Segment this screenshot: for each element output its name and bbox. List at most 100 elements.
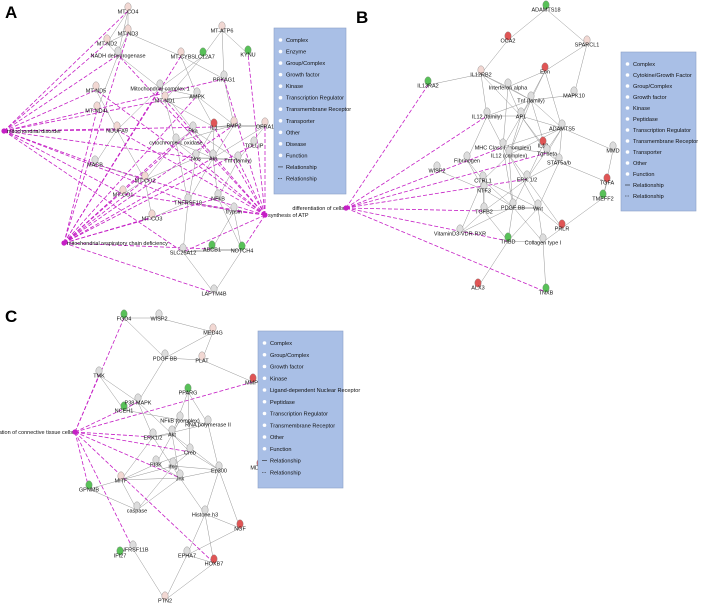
network-edge [164, 99, 215, 128]
legend-item: Transmembrane Receptor [633, 139, 698, 145]
network-edge [483, 178, 528, 212]
network-edge [171, 433, 220, 471]
network-edge [152, 436, 181, 479]
network-edge [483, 210, 509, 242]
molecule-node [134, 393, 142, 403]
molecule-label: TMK [93, 374, 105, 380]
network-edge [545, 8, 588, 45]
legend-item: Group/Complex [270, 353, 309, 359]
legend-item: Other [286, 130, 300, 136]
network-edge [477, 240, 509, 288]
network-edge [187, 391, 209, 425]
function-edge [74, 431, 134, 550]
molecule-node [172, 133, 180, 143]
molecule-label: IFI27 [114, 554, 127, 560]
molecule-label: MMP3 [245, 381, 261, 387]
molecule-label: IL12RB2 [470, 73, 491, 79]
molecule-node [509, 198, 517, 208]
molecule-node [204, 415, 212, 425]
molecule-label: MT-CO3 [142, 217, 163, 223]
network-edge [159, 55, 204, 89]
molecule-node [433, 161, 441, 171]
molecule-label: MT-ATP6 [211, 29, 234, 35]
function-edge [63, 95, 198, 244]
function-edge [63, 129, 194, 244]
molecule-node [129, 540, 137, 550]
network-edge [502, 146, 514, 208]
legend-shape-swatch [262, 352, 267, 357]
network-edge [98, 374, 139, 403]
molecule-node [558, 219, 566, 229]
legend-shape-swatch [625, 150, 630, 154]
legend-item: Transcription Regulator [633, 128, 691, 134]
molecule-label: PRKAG1 [213, 78, 235, 84]
function-edge [63, 109, 98, 244]
network-edge [508, 99, 532, 156]
function-edge [345, 84, 429, 209]
molecule-label: TOLLIP [245, 144, 264, 150]
legend-box [620, 51, 697, 212]
function-edge [195, 157, 266, 216]
molecule-label: PRLR [555, 227, 570, 233]
legend-shape-swatch [625, 117, 630, 121]
legend-item: Transporter [286, 119, 315, 125]
molecule-node [499, 138, 507, 148]
network-edge [106, 32, 129, 44]
molecule-label: MT-CO4 [118, 10, 139, 16]
network-edge [480, 39, 509, 75]
legend-shape-swatch [262, 423, 267, 428]
legend-shape-swatch [278, 38, 283, 42]
molecule-label: MT-ND1 [155, 99, 175, 105]
network-edge [537, 161, 560, 209]
molecule-label: SLC12A7 [191, 55, 215, 61]
legend-shape-swatch [625, 172, 630, 176]
legend-shape-swatch [262, 341, 267, 345]
network-edge [561, 197, 604, 229]
legend-item: Transmembrane Receptor [286, 107, 351, 113]
network-edge [94, 129, 118, 165]
network-edge [502, 127, 563, 148]
network-edge [507, 70, 546, 88]
network-edge [152, 433, 173, 438]
molecule-node [523, 170, 531, 180]
molecule-label: PTN2 [158, 599, 172, 605]
molecule-node [534, 199, 542, 209]
molecule-node [161, 591, 169, 601]
molecule-node [198, 351, 206, 361]
function-edge [3, 54, 119, 132]
molecule-label: TNFRSF19 [174, 201, 202, 207]
molecule-label: MT-ND5 [86, 89, 106, 95]
network-edge [186, 527, 241, 556]
network-edge [212, 124, 235, 159]
legend-item: Relationship [270, 459, 301, 465]
network-edge [212, 157, 239, 161]
network-edge [530, 94, 575, 101]
network-edge [189, 451, 220, 471]
network-edge [483, 189, 514, 208]
molecule-node [103, 34, 111, 44]
function-edge [117, 54, 266, 216]
molecule-label: IL12 (complex) [491, 154, 528, 160]
network-edge [508, 154, 514, 208]
function-edge [3, 130, 197, 159]
legend-shape-swatch [262, 411, 267, 416]
network-edge [217, 159, 239, 199]
molecule-label: ERK1/2 [144, 436, 163, 442]
panel-letter-a: A [5, 3, 17, 22]
legend-shape-swatch [278, 49, 283, 54]
molecule-label: TMEFF2 [592, 197, 613, 203]
network-edge [466, 115, 488, 161]
network-edge [158, 317, 214, 333]
molecule-node [504, 78, 512, 88]
molecule-label: TGFA [600, 181, 615, 187]
molecule-label: Mitochondrial complex 1 [130, 87, 189, 93]
legend-item: Transcription Regulator [270, 412, 328, 418]
molecule-node [230, 202, 238, 212]
molecule-label: Tgf beta [537, 152, 558, 158]
network-edge [175, 124, 235, 143]
legend-shape-swatch [262, 435, 267, 439]
function-edge [74, 431, 191, 453]
function-edge [63, 32, 129, 244]
